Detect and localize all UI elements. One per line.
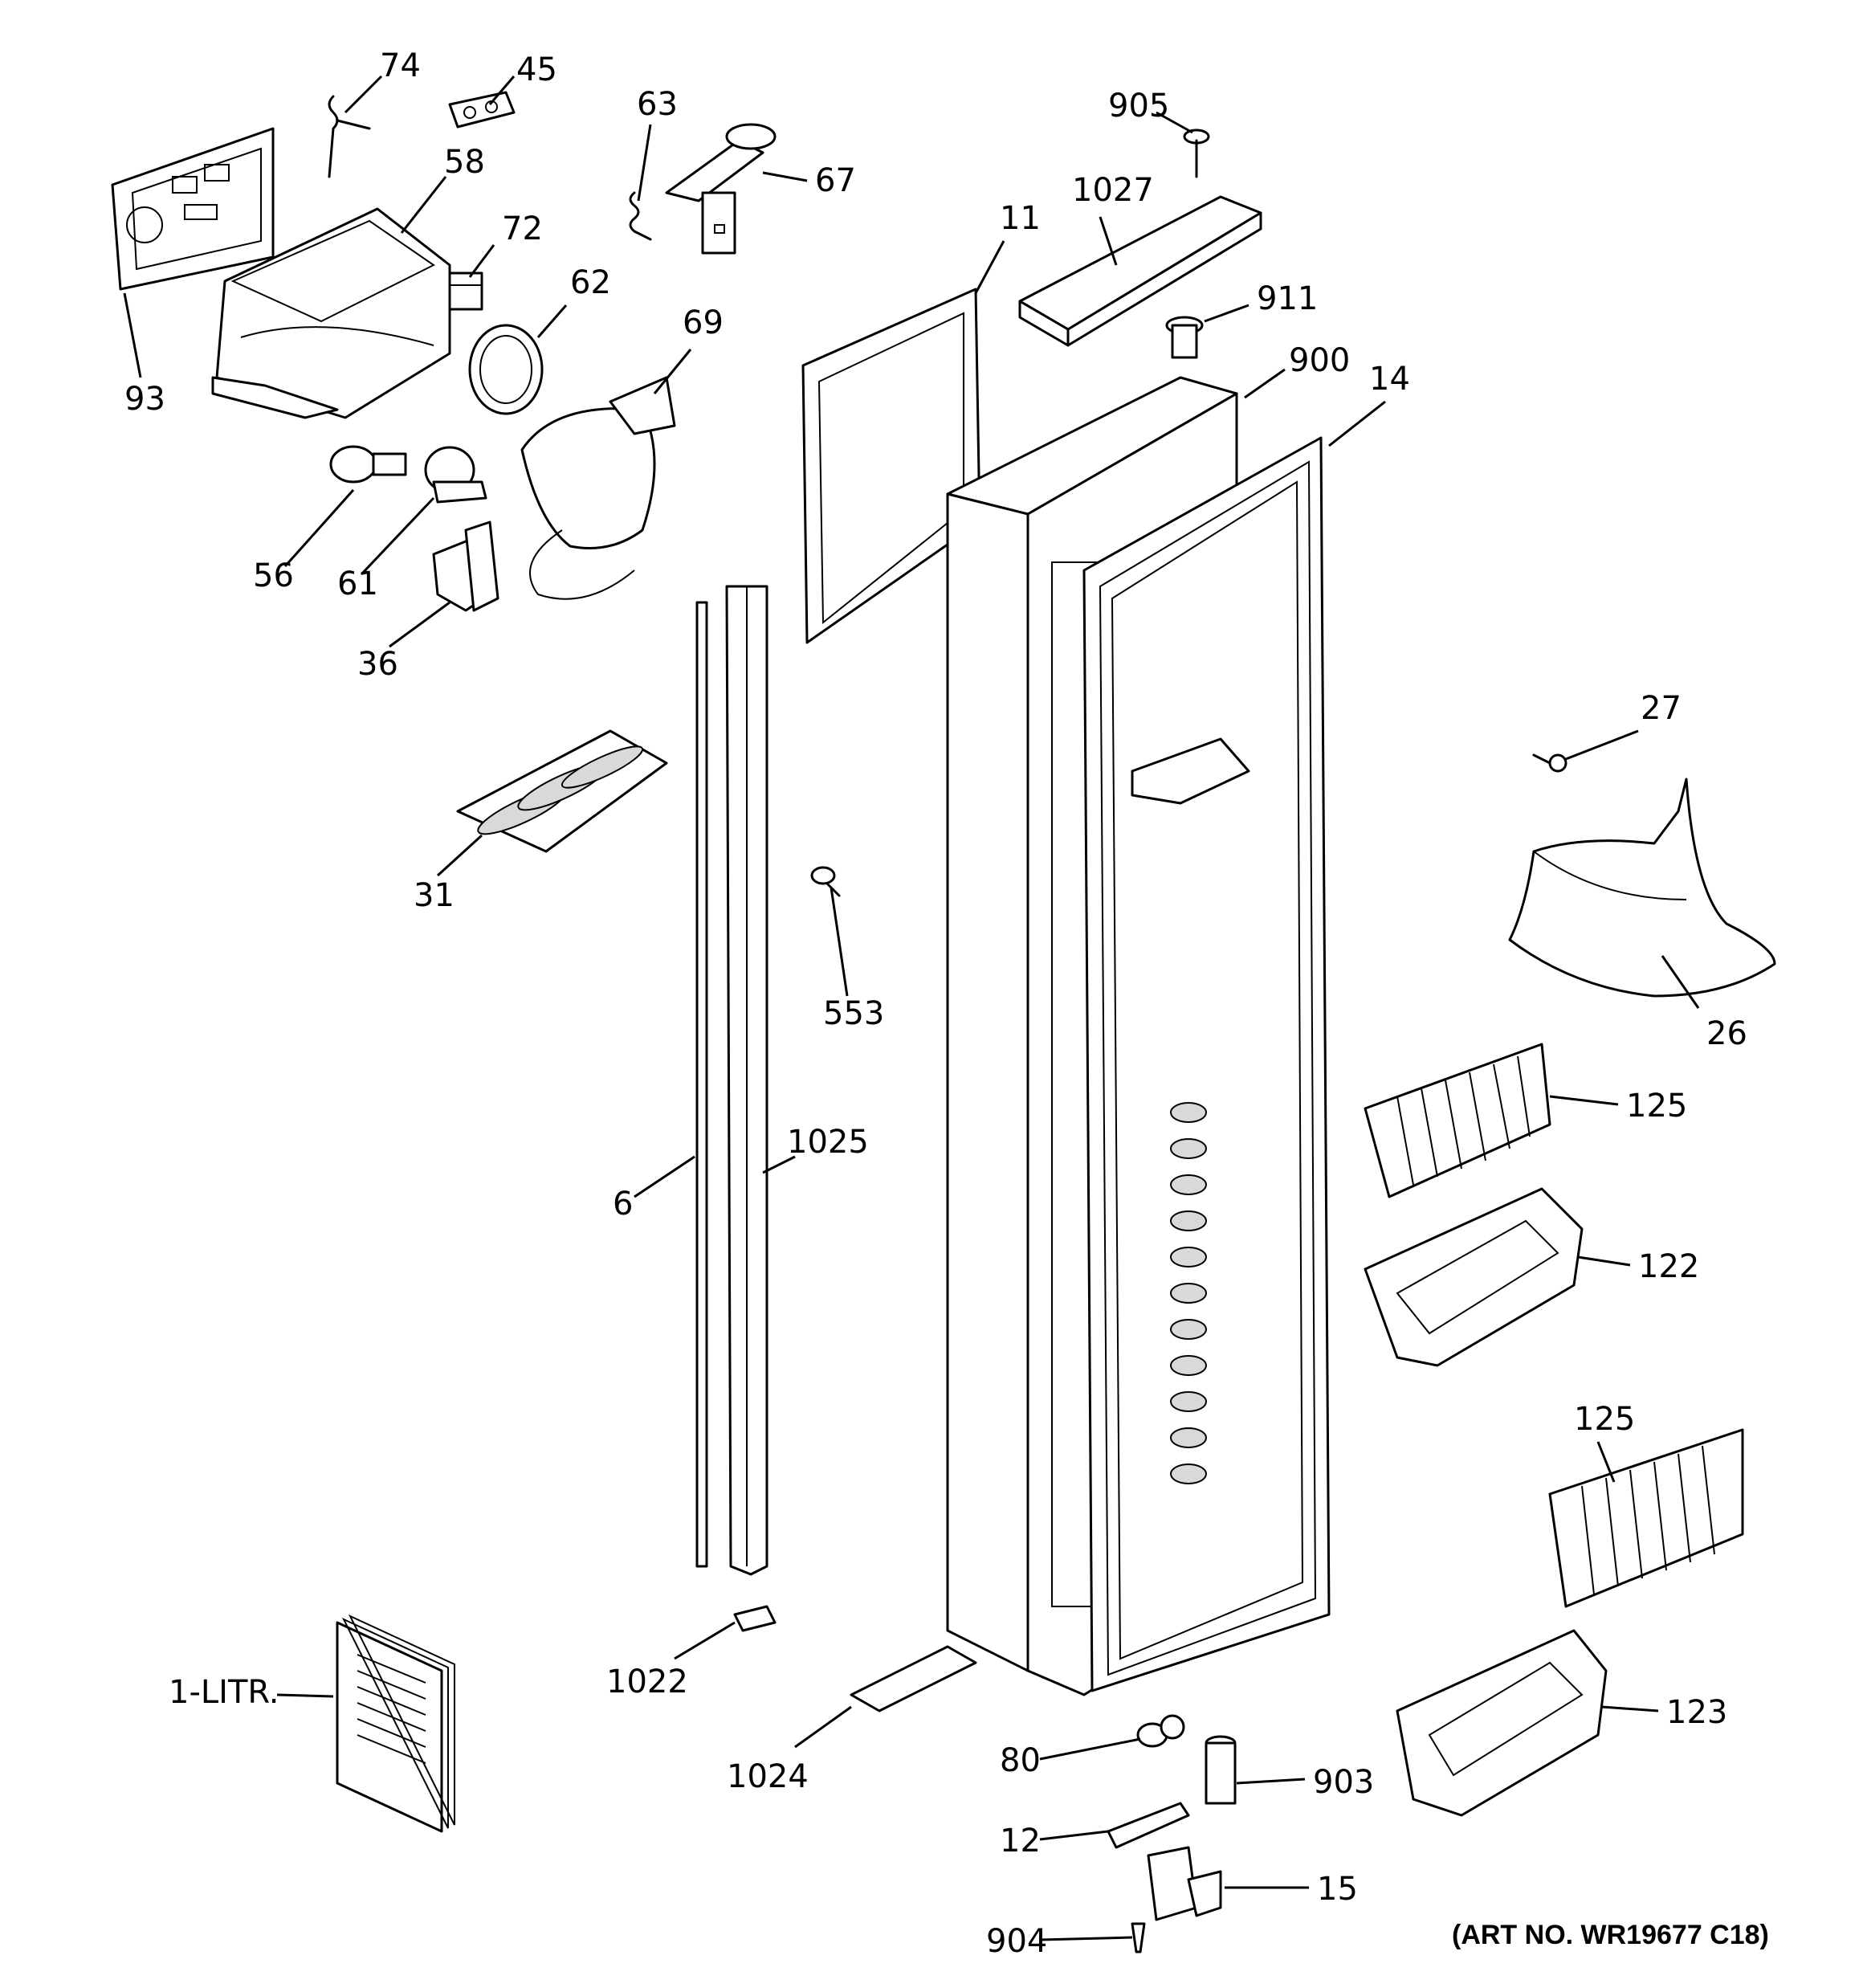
part-1025-channel [725,585,768,1576]
part-45-bracket [448,91,516,129]
callout-904: 904 [986,1923,1047,1960]
part-125-wire-basket-lower [1548,1428,1744,1608]
callout-14: 14 [1369,361,1410,398]
callout-58: 58 [444,144,485,181]
callout-1024: 1024 [727,1758,809,1795]
part-93-control-board [111,127,275,291]
callout-125-upper: 125 [1626,1088,1687,1125]
callout-12: 12 [1000,1823,1041,1859]
callout-1027: 1027 [1072,172,1154,209]
part-67-bracket [665,123,777,255]
part-903-pin [1205,1735,1237,1805]
part-904-screw [1131,1922,1146,1953]
part-63-spring [629,191,652,241]
callout-905: 905 [1108,88,1169,125]
part-72-switch [448,271,483,311]
callout-553: 553 [823,995,884,1032]
part-56-bulb [329,445,407,484]
part-122-bin [1364,1187,1584,1367]
callout-122: 122 [1638,1248,1699,1285]
callout-1022: 1022 [606,1663,688,1700]
callout-80: 80 [1000,1742,1041,1779]
part-58-dispenser-housing [211,207,451,419]
part-12-shim [1107,1802,1190,1849]
part-74-spring [328,95,371,178]
part-31-tray [456,729,668,853]
part-61-coupler [424,446,487,504]
part-1-litr-literature [336,1614,455,1833]
callout-74: 74 [380,47,421,84]
part-26-bin [1508,778,1776,998]
callout-903: 903 [1313,1764,1374,1801]
part-15-hinge [1147,1846,1222,1921]
callout-36: 36 [357,646,398,683]
part-905-screw [1183,129,1210,178]
callout-93: 93 [124,381,165,418]
callout-6: 6 [613,1186,633,1223]
part-123-bin [1396,1629,1608,1817]
callout-45: 45 [516,51,557,88]
callout-27: 27 [1641,690,1682,727]
callout-56: 56 [253,557,294,594]
callout-72: 72 [502,210,543,247]
part-62-ring [468,324,544,415]
callout-1025: 1025 [787,1124,869,1161]
callout-1-litr: 1-LITR. [169,1674,279,1711]
part-911-bushing [1165,316,1204,359]
callout-61: 61 [337,565,378,602]
part-80-plug [1136,1714,1185,1748]
callout-11: 11 [1000,200,1041,237]
callout-63: 63 [637,86,678,123]
callout-62: 62 [570,264,611,301]
leader-lines [123,75,1700,1941]
callout-123: 123 [1666,1694,1727,1731]
callout-26: 26 [1706,1015,1747,1052]
part-1022-clip [733,1605,777,1632]
part-125-wire-basket-upper [1364,1043,1551,1198]
part-1024-strip [850,1645,977,1712]
part-1027-cap [1018,195,1262,347]
part-6-rod [695,601,708,1568]
callout-labels: 74 45 63 67 905 58 72 1027 11 62 911 69 … [124,47,1769,1960]
callout-67: 67 [815,162,856,199]
callout-125-lower: 125 [1574,1401,1635,1438]
callout-900: 900 [1289,342,1350,379]
callout-911: 911 [1257,280,1318,317]
part-553-screw [810,866,841,897]
shelf-peg-row [1170,1102,1207,1484]
callout-31: 31 [414,877,455,914]
part-27-screw [1532,753,1567,773]
callout-69: 69 [683,304,724,341]
part-36-bracket [432,520,499,612]
part-69-chute [520,376,676,600]
art-number: (ART NO. WR19677 C18) [1452,1920,1769,1950]
part-14-gasket [1082,436,1331,1692]
callout-15: 15 [1317,1871,1358,1908]
